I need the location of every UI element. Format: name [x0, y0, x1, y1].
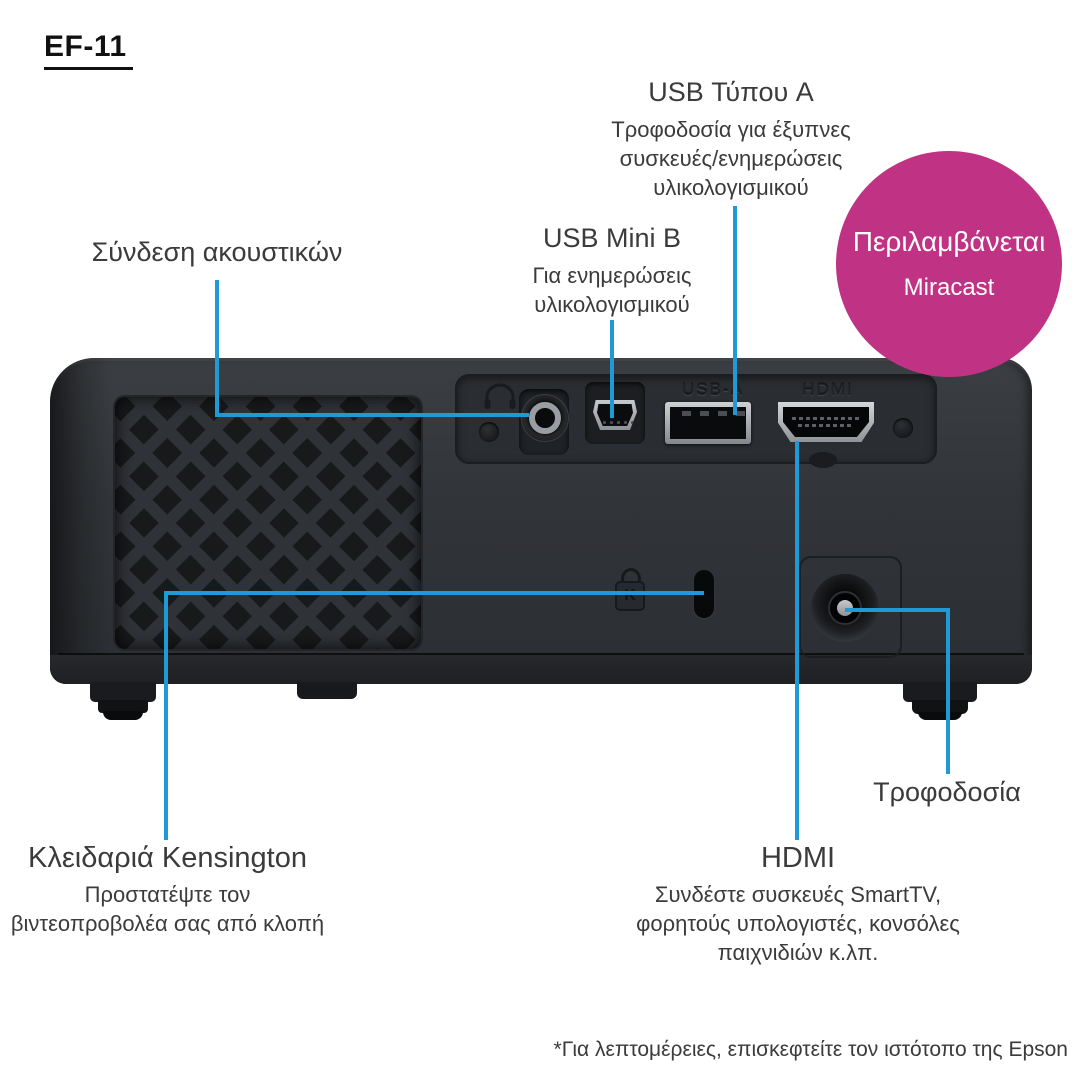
- foot-left-step: [98, 700, 148, 713]
- screw-hole: [809, 452, 837, 468]
- hdmi-line: φορητούς υπολογιστές, κονσόλες: [636, 911, 960, 936]
- audio-jack-port: [521, 394, 569, 442]
- badge-line2: Miracast: [903, 274, 995, 301]
- hdmi-line: παιχνιδιών κ.λπ.: [717, 940, 879, 965]
- hdmi-opening: [783, 407, 869, 437]
- body-left-edge: [50, 358, 110, 684]
- callout-usb-type-a: USB Τύπου A Τροφοδοσία για έξυπνες συσκε…: [601, 76, 861, 202]
- usb-type-a-line: συσκευές/ενημερώσεις: [619, 146, 843, 171]
- usb-mini-b-port: [593, 400, 637, 430]
- usb-a-embossed-label: USB-A: [682, 380, 744, 399]
- kensington-title: Κλειδαριά Kensington: [28, 842, 307, 874]
- usb-mini-b-line: υλικολογισμικού: [534, 292, 690, 317]
- kensington-slot: [694, 570, 714, 618]
- usb-mini-b-pins: [603, 421, 634, 424]
- callout-line-hdmi: [795, 441, 799, 840]
- screw-icon: [479, 422, 499, 442]
- power-label: Τροφοδοσία: [873, 777, 1021, 807]
- usb-a-contacts: [682, 411, 745, 416]
- lock-body-icon: K: [615, 581, 645, 611]
- hdmi-embossed-label: HDMI: [802, 380, 854, 399]
- callout-kensington: Κλειδαριά Kensington Προστατέψτε τον βιν…: [0, 842, 335, 938]
- foot-right: [903, 682, 977, 702]
- page-title: EF-11: [44, 30, 133, 70]
- hdmi-port: [778, 402, 874, 442]
- power-panel-outline: [799, 556, 902, 658]
- usb-a-opening: [670, 407, 746, 439]
- usb-mini-b-opening: [597, 404, 633, 426]
- usb-mini-b-title: USB Mini B: [542, 223, 682, 253]
- vent-grille: [115, 397, 421, 649]
- callout-line-kensington-h: [164, 591, 704, 595]
- body-seam: [58, 653, 1024, 655]
- hdmi-title: HDMI: [760, 842, 836, 874]
- hdmi-line: Συνδέστε συσκευές SmartTV,: [654, 882, 942, 907]
- body-base: [50, 655, 1032, 684]
- callout-line-headphone-h: [215, 413, 529, 417]
- hdmi-pin-row-top: [792, 417, 860, 420]
- usb-type-a-title: USB Τύπου A: [648, 77, 814, 107]
- foot-left: [90, 682, 156, 702]
- kensington-line: Προστατέψτε τον: [84, 882, 251, 907]
- hdmi-pin-row-bottom: [798, 424, 854, 427]
- screw-icon: [893, 418, 913, 438]
- usb-mini-b-line: Για ενημερώσεις: [532, 263, 692, 288]
- usb-type-a-line: υλικολογισμικού: [653, 175, 809, 200]
- kensington-line: βιντεοπροβολέα σας από κλοπή: [10, 911, 325, 936]
- callout-hdmi: HDMI Συνδέστε συσκευές SmartTV, φορητούς…: [628, 842, 968, 967]
- callout-line-usb-a: [733, 206, 737, 415]
- ports-panel: USB-A HDMI: [455, 374, 937, 464]
- callout-usb-mini-b: USB Mini B Για ενημερώσεις υλικολογισμικ…: [482, 222, 742, 319]
- audio-jack-ring: [529, 402, 561, 434]
- callout-line-headphone-v: [215, 280, 219, 417]
- callout-line-power-h: [845, 608, 950, 612]
- callout-headphone: Σύνδεση ακουστικών: [87, 236, 347, 269]
- usb-type-a-line: Τροφοδοσία για έξυπνες: [611, 117, 851, 142]
- kensington-lock-icon: K: [614, 568, 648, 612]
- foot-middle: [297, 682, 357, 699]
- headphone-icon: [484, 383, 516, 409]
- usb-a-port: [665, 402, 751, 444]
- callout-line-power-v: [946, 608, 950, 774]
- miracast-badge: Περιλαμβάνεται Miracast: [836, 151, 1062, 377]
- foot-left-tip: [103, 711, 143, 720]
- badge-line1: Περιλαμβάνεται: [852, 226, 1046, 257]
- callout-line-usb-mini: [610, 320, 614, 418]
- foot-right-tip: [918, 712, 962, 720]
- headphone-label: Σύνδεση ακουστικών: [91, 237, 343, 267]
- footnote: *Για λεπτομέρειες, επισκεφτείτε τον ιστό…: [553, 1038, 1068, 1061]
- callout-power: Τροφοδοσία: [817, 776, 1077, 809]
- callout-line-kensington-v: [164, 591, 168, 840]
- foot-right-step: [912, 700, 968, 714]
